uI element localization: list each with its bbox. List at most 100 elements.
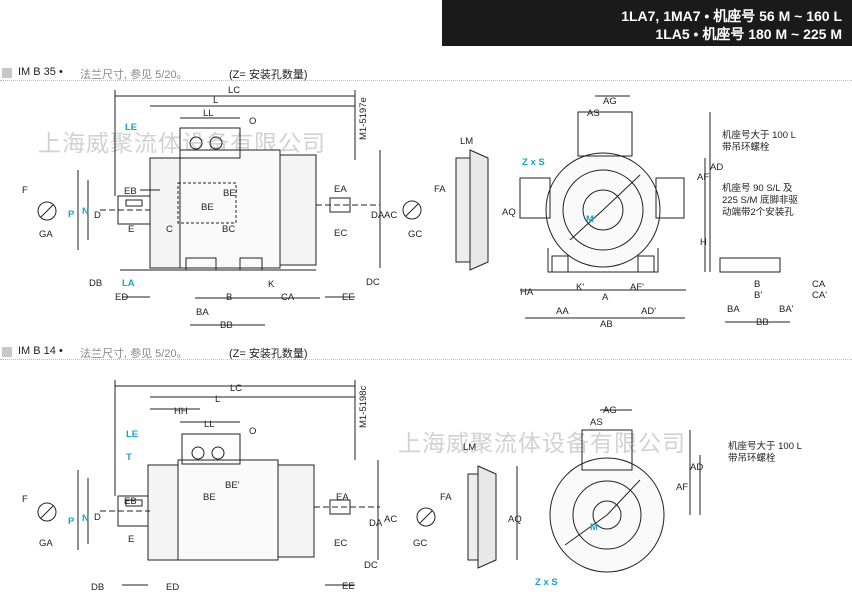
dim-label: GC [413,538,427,549]
motor-end-view-bottom [549,429,665,573]
dim-label: LE [126,429,138,440]
dim-label: AS [590,417,603,428]
dim-label: B [226,292,232,303]
dim-label: BA [196,307,209,318]
dim-label: EC [334,538,347,549]
dim-label: LL [203,108,214,119]
dim-label: N [82,513,89,524]
dim-label: LM [460,136,473,147]
dim-label: AG [603,96,617,107]
dim-label: AD [710,162,723,173]
mounting-code: IM B 35 • [18,66,63,78]
dim-label: K [268,279,275,290]
dim-label: BE' [225,480,240,491]
dim-label: DC [366,277,380,288]
dim-label: D [94,512,101,523]
dim-label: DA [371,210,385,221]
dim-label: M [590,522,598,533]
dim-label: L [213,95,218,106]
dim-label: EA [334,184,347,195]
dim-label: CA' [812,290,827,301]
note-ring-bolt-top: 机座号大于 100 L 带吊环螺栓 [722,130,796,153]
dim-label: ED [166,582,179,593]
dim-label: BE' [223,188,238,199]
dim-label: HH [174,406,188,417]
watermark: 上海威聚流体设备有限公司 [398,430,686,456]
dim-label: P [68,209,75,220]
section-marker [2,68,12,78]
dim-label: AQ [508,514,522,525]
section-title-b35: IM B 35 • 法兰尺寸, 参见 5/20。 (Z= 安装孔数量) [0,66,852,81]
z-note: (Z= 安装孔数量) [229,69,308,81]
dim-label: N [82,206,89,217]
dim-label: BB [220,320,233,331]
dim-label: EE [342,581,355,592]
dim-label: EA [336,492,349,503]
dim-label: HA [520,287,534,298]
header-line-2: 1LA5 • 机座号 180 M ~ 225 M [655,26,842,42]
dim-label: EB [124,496,137,507]
motor-end-view-top [519,111,685,273]
dim-label: LL [204,419,215,430]
dim-label: K' [576,282,584,293]
dim-label: DB [91,582,104,593]
dim-label: DB [89,278,102,289]
note-feet-holes: 机座号 90 S/L 及 225 S/M 底脚非驱 动端带2个安装孔 [722,183,799,218]
dim-label: T [126,452,132,463]
dim-label: Z x S [535,577,558,588]
dim-label: BB [756,317,769,328]
dim-label: GA [39,229,53,240]
dim-label: B' [754,290,762,301]
header-line-1: 1LA7, 1MA7 • 机座号 56 M ~ 160 L [621,8,842,24]
section-marker [2,347,12,357]
dim-label: E [128,224,134,235]
dim-label: H [700,237,707,248]
dim-label: AC [384,210,397,221]
mounting-code: IM B 14 • [18,345,63,357]
dim-label: LE [125,122,137,133]
dim-label: C [166,224,173,235]
dim-label: AA [556,306,569,317]
dim-label: BE [203,492,216,503]
dim-label: AF [676,482,688,493]
dim-label: E [128,534,134,545]
dim-label: AF' [630,282,644,293]
dim-label: L [215,394,220,405]
dim-label: ED [115,292,128,303]
dimension-labels-top: LC L LL LE O LM AG AS Z x S M EB D E C D… [22,85,827,331]
dim-label: EE [342,292,355,303]
dim-label: B [754,279,760,290]
section-title-b14: IM B 14 • 法兰尺寸, 参见 5/20。 (Z= 安装孔数量) [0,345,852,360]
dim-label: BA [727,304,740,315]
dim-label: M [586,214,594,225]
dim-label: AC [384,514,397,525]
dim-label: O [249,116,256,127]
dim-label: Z x S [522,157,545,168]
dim-label: BA' [779,304,794,315]
drawing-id-bottom: M1-5198c [358,386,369,428]
dim-label: EC [334,228,347,239]
dim-label: O [249,426,256,437]
flange-note: 法兰尺寸, 参见 5/20。 [80,69,188,81]
dim-label: AD [690,462,703,473]
dim-label: CA [281,292,295,303]
dim-label: LC [230,383,242,394]
header-banner: 1LA7, 1MA7 • 机座号 56 M ~ 160 L 1LA5 • 机座号… [442,0,852,46]
dim-label: AS [587,108,600,119]
dim-label: AD' [641,306,656,317]
drawing-id-top: M1-5197e [358,97,369,140]
dim-label: GC [408,229,422,240]
dim-label: FA [440,492,452,503]
flange-note: 法兰尺寸, 参见 5/20。 [80,348,188,360]
motor-side-view-top [100,127,380,271]
dim-label: LA [122,278,135,289]
dim-label: LC [228,85,240,96]
dim-label: DA [369,518,383,529]
dim-label: P [68,516,75,527]
note-ring-bolt-bottom: 机座号大于 100 L 带吊环螺栓 [728,441,802,464]
motor-side-view-bottom [100,433,380,561]
dim-label: FA [434,184,446,195]
z-note: (Z= 安装孔数量) [229,348,308,360]
dim-label: GA [39,538,53,549]
